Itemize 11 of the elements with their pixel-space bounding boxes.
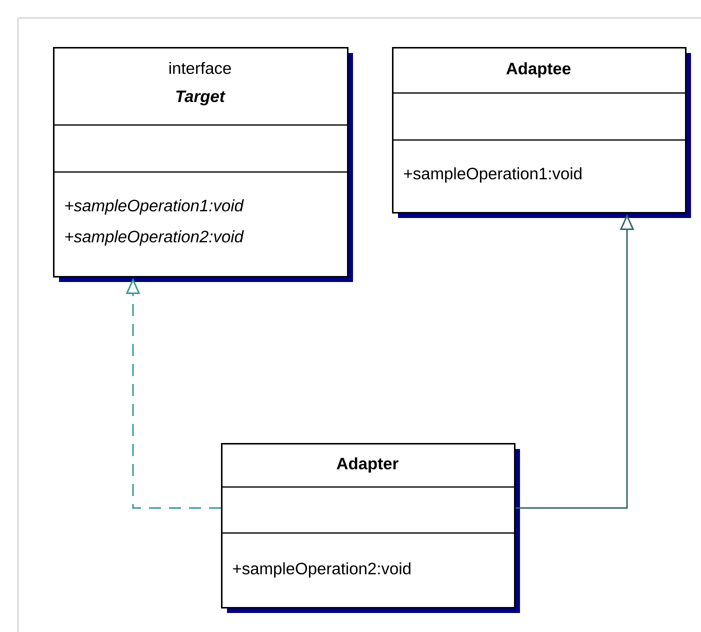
operation: +sampleOperation1:void <box>404 167 582 183</box>
class-stereotype: interface <box>169 62 231 74</box>
class-name: Adaptee <box>506 62 570 78</box>
class-name: Adapter <box>336 457 398 473</box>
class-box <box>392 47 691 218</box>
operation: +sampleOperation1:void <box>65 199 244 215</box>
class-name: Target <box>176 90 226 106</box>
operation: +sampleOperation2:void <box>65 230 244 246</box>
class-box <box>221 443 520 613</box>
operation: +sampleOperation2:void <box>233 562 410 578</box>
class-box <box>53 47 353 282</box>
